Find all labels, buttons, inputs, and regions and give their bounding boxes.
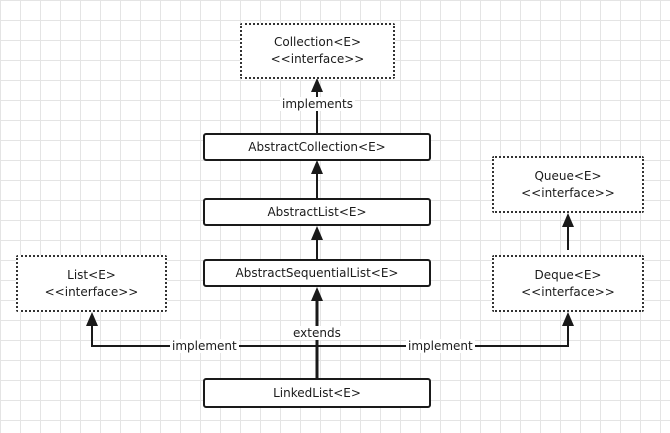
arrowhead-abstractsequentiallist <box>311 287 323 301</box>
linked-list-box[interactable]: LinkedList<E> <box>203 378 431 408</box>
list-interface-box[interactable]: List<E> <<interface>> <box>16 255 167 312</box>
deque-stereotype: <<interface>> <box>521 284 615 299</box>
implement-left-label: implement <box>170 339 239 353</box>
implement-right-label: implement <box>406 339 475 353</box>
collection-interface-box[interactable]: Collection<E> <<interface>> <box>240 23 395 79</box>
deque-name: Deque<E> <box>534 267 602 282</box>
abstract-collection-name: AbstractCollection<E> <box>248 139 386 154</box>
queue-interface-box[interactable]: Queue<E> <<interface>> <box>492 156 644 213</box>
edge-linkedlist-to-deque <box>317 322 569 347</box>
abstract-sequential-list-name: AbstractSequentialList<E> <box>235 265 399 280</box>
abstract-sequential-list-box[interactable]: AbstractSequentialList<E> <box>203 259 431 287</box>
abstract-collection-box[interactable]: AbstractCollection<E> <box>203 133 431 161</box>
list-name: List<E> <box>67 267 116 282</box>
arrowhead-deque <box>562 312 574 326</box>
linked-list-name: LinkedList<E> <box>273 385 361 400</box>
arrowhead-queue <box>562 213 574 227</box>
implements-label: implements <box>280 97 355 111</box>
arrowhead-abstractcollection <box>311 160 323 174</box>
arrowhead-collection <box>311 78 323 92</box>
arrowhead-list <box>86 312 98 326</box>
deque-interface-box[interactable]: Deque<E> <<interface>> <box>492 255 644 312</box>
abstract-list-name: AbstractList<E> <box>267 204 367 219</box>
list-stereotype: <<interface>> <box>44 284 139 299</box>
queue-stereotype: <<interface>> <box>521 185 615 200</box>
abstract-list-box[interactable]: AbstractList<E> <box>203 198 431 226</box>
extends-label: extends <box>291 326 343 340</box>
arrowhead-abstractlist <box>311 226 323 240</box>
queue-name: Queue<E> <box>534 168 602 183</box>
collection-stereotype: <<interface>> <box>270 52 365 66</box>
collection-name: Collection<E> <box>273 35 362 49</box>
edge-linkedlist-to-list <box>91 322 317 347</box>
